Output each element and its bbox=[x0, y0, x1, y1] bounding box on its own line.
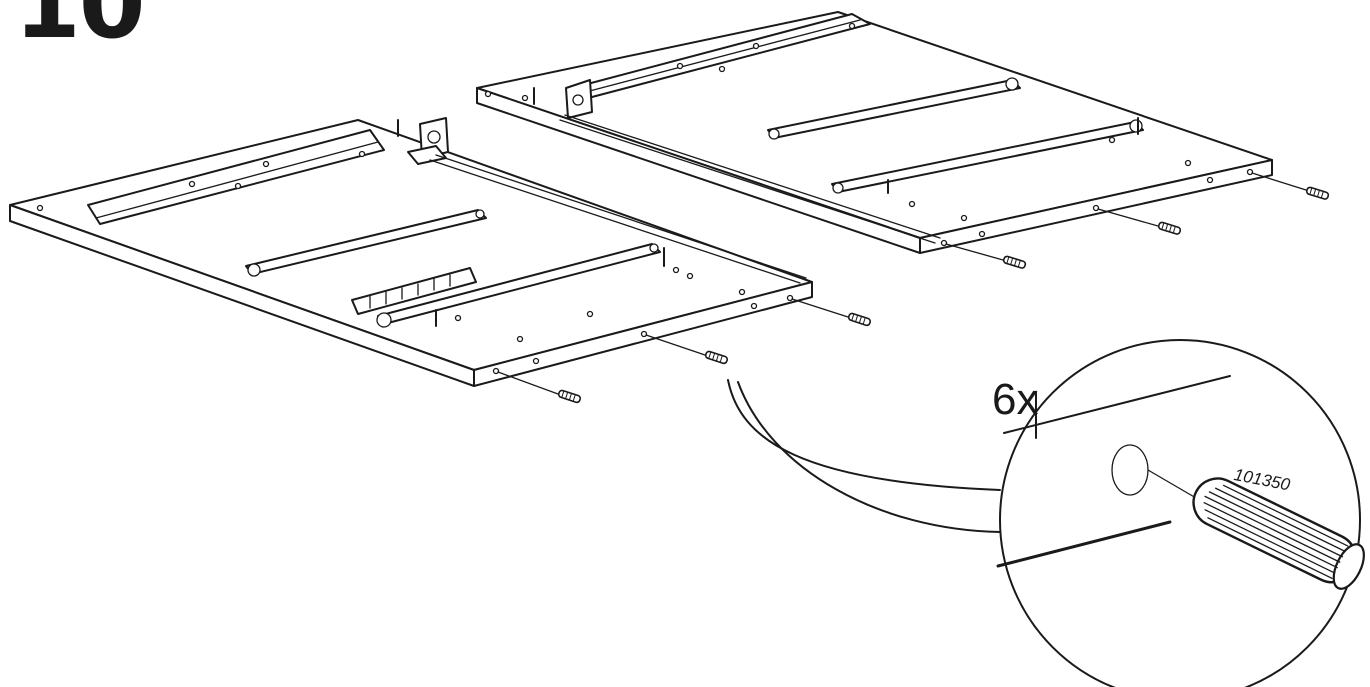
callout-pointer-lower bbox=[737, 381, 1001, 533]
magnifier-circle bbox=[999, 339, 1361, 687]
callout-pointer-upper bbox=[727, 379, 1001, 491]
panel-edge-bottom bbox=[996, 520, 1172, 568]
detail-callout bbox=[727, 339, 1365, 687]
dowel-icon bbox=[1192, 477, 1365, 590]
panel-left bbox=[9, 117, 872, 404]
dowel-hole bbox=[1111, 444, 1149, 496]
step-number: 10 bbox=[14, 0, 146, 60]
panel-right bbox=[476, 11, 1330, 270]
quantity-label: 6x bbox=[992, 375, 1039, 424]
panel-edge-top bbox=[1003, 375, 1231, 434]
